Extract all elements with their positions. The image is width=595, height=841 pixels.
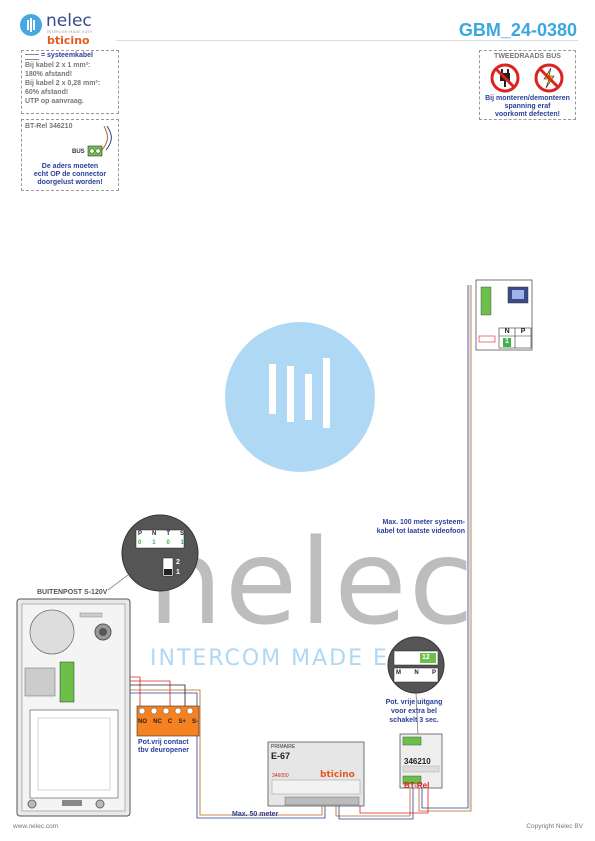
outdoor-panel-label: BUITENPOST S-120V (37, 589, 108, 596)
btrel-zoom-label: M (396, 670, 401, 676)
monitor-np-label: P (520, 328, 526, 335)
relay-terminal-labels: NO NC C S+ S- (138, 719, 198, 725)
btrel-zoom-green: 12 (422, 654, 430, 661)
btrel-zoom-bubble (387, 636, 445, 736)
monitor-np-label: N (504, 328, 510, 335)
nelec-logo: nelec INTERCOM MADE EASY bticino (20, 11, 130, 47)
btrel-note-line: De aders moeten (41, 163, 99, 170)
btrel-name: BT-Rel (404, 781, 430, 790)
monitor-np-labels: N P (499, 328, 531, 335)
btrel-device (399, 733, 443, 789)
bus-label: BUS (72, 149, 85, 155)
btrel-note-box: BT-Rel 346210 BUS De aders moeten echt O… (21, 119, 119, 191)
psu-code: 346050 (272, 773, 289, 779)
document-id: GBM_24-0380 (458, 20, 577, 40)
cable-note-line: Bij kabel 2 x 1 mm²: (25, 62, 91, 69)
max-system-distance: kabel tot laatste videofoon (376, 528, 465, 535)
system-cable-icon (25, 54, 39, 60)
switch-label-2: 2 (176, 559, 180, 566)
relay-caption: Pot.vrij contact (138, 739, 189, 746)
warning-line: spanning eraf (504, 103, 551, 110)
header-rule (116, 40, 578, 41)
watermark-logo-icon (225, 322, 375, 472)
footer-copyright: Copyright Nelec BV (526, 823, 583, 830)
btrel-caption: voor extra bel (391, 708, 437, 715)
watermark-word: nelec (148, 513, 476, 651)
warning-box: TWEEDRAADS BUS Bij monteren/demonteren s… (479, 50, 576, 120)
connector-value: 0 (138, 540, 142, 546)
cable-note-box: = systeemkabel Bij kabel 2 x 1 mm²: 180%… (21, 50, 119, 114)
bus-connector-icon (87, 126, 112, 157)
cable-note-line: 60% afstand! (25, 89, 69, 96)
warning-line: voorkomt defecten! (495, 111, 560, 118)
connector-label: S (179, 531, 184, 537)
relay-terminal: NC (153, 719, 162, 725)
cable-note-line: Bij kabel 2 x 0,28 mm²: (25, 80, 101, 87)
btrel-zoom-labels: M N P (396, 670, 436, 676)
max-system-distance: Max. 100 meter systeem- (382, 519, 466, 526)
system-cable-wires (73, 285, 472, 820)
monitor-green-value: 1 (505, 338, 509, 345)
logo-mark-icon (20, 14, 42, 36)
relay-block (136, 705, 200, 737)
psu-logo: bticino (320, 770, 355, 780)
connector-value: 1 (152, 540, 156, 546)
warning-line: Bij monteren/demonteren (485, 95, 570, 102)
outdoor-panel (16, 598, 131, 817)
btrel-note-title: BT-Rel 346210 (25, 123, 73, 130)
bticino-logo: bticino (47, 34, 90, 47)
connector-label: N (152, 531, 157, 537)
logo-word: nelec (46, 11, 92, 31)
psu-brand: PRIMAIRE (271, 744, 296, 750)
no-electricity-icon (534, 63, 564, 93)
panel-zoom-bubble (107, 514, 199, 592)
no-plug-icon (490, 63, 520, 93)
switch-label-1: 1 (176, 569, 180, 576)
psu-device (267, 741, 365, 807)
cable-note-line: 180% afstand! (25, 71, 73, 78)
btrel-caption: schakelt 3 sec. (389, 717, 439, 724)
connector-value: 0 (166, 540, 170, 546)
btrel-zoom-label: N (414, 670, 419, 676)
footer-website: www.nelec.com (13, 823, 59, 830)
indoor-monitor (475, 279, 533, 351)
btrel-caption: Pot. vrije uitgang (385, 699, 443, 706)
psu-model: E-67 (271, 751, 291, 761)
connector-top-values: 0 1 0 1 (138, 540, 184, 546)
btrel-note-line: doorgelust worden! (37, 179, 103, 186)
max-50-distance: Max. 50 meter (232, 811, 279, 818)
cable-note-title: = systeemkabel (41, 52, 93, 59)
btrel-zoom-label: P (431, 670, 436, 676)
btrel-code: 346210 (404, 757, 431, 766)
logo-tagline: INTERCOM MADE EASY (47, 30, 93, 34)
connector-top-labels: P N T S (138, 531, 184, 537)
connector-value: 1 (180, 540, 184, 546)
btrel-note-line: echt OP de connector (33, 171, 107, 178)
connector-label: T (166, 531, 170, 537)
connector-label: P (138, 531, 143, 537)
relay-caption: tbv deuropener (138, 747, 189, 754)
relay-terminal: S- (191, 719, 198, 725)
warning-title: TWEEDRAADS BUS (494, 53, 561, 60)
relay-terminal: NO (138, 719, 147, 725)
relay-terminal: S+ (178, 719, 186, 725)
relay-terminal: C (167, 719, 173, 725)
cable-note-line: UTP op aanvraag. (25, 98, 85, 105)
